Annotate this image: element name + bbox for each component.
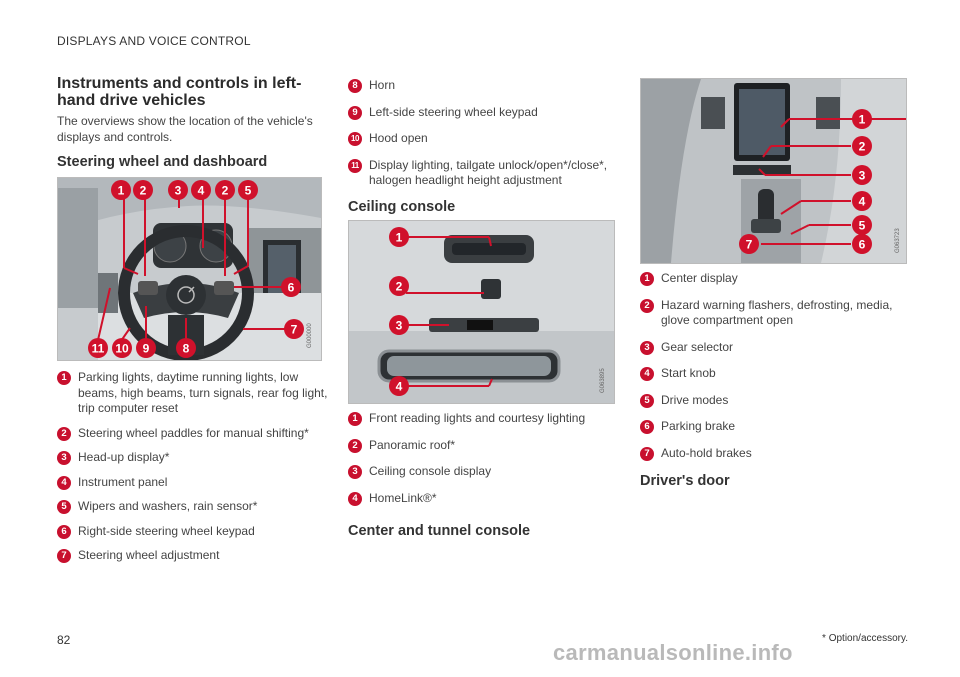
page-number: 82 [57, 633, 71, 647]
svg-text:7: 7 [746, 238, 753, 252]
steering-callout-4: 4 [191, 180, 211, 200]
footnote: * Option/accessory. [822, 633, 908, 644]
ceiling-console-figure: 1 2 3 4 G063895 [348, 220, 615, 404]
center-callout-6: 6 [852, 234, 872, 254]
svg-text:7: 7 [291, 323, 298, 337]
svg-text:4: 4 [396, 380, 403, 394]
center-callout-1: 1 [852, 109, 872, 129]
ceiling-callout-2: 2 [389, 276, 409, 296]
svg-text:2: 2 [140, 184, 147, 198]
svg-text:3: 3 [859, 169, 866, 183]
steering-callout-2a: 2 [133, 180, 153, 200]
steering-wheel-illustration: 1 2 3 4 2 5 6 7 8 9 10 11 G000000 [58, 178, 321, 360]
center-image-code: G063723 [895, 228, 901, 253]
steering-callout-9: 9 [136, 338, 156, 358]
svg-text:4: 4 [198, 184, 205, 198]
center-callout-5: 5 [852, 215, 872, 235]
ceiling-callout-1: 1 [389, 227, 409, 247]
center-callout-lines [758, 118, 906, 245]
intro-text: The overviews show the location of the v… [57, 114, 313, 144]
steering-callout-3: 3 [168, 180, 188, 200]
section-header: DISPLAYS AND VOICE CONTROL [57, 34, 251, 48]
center-console-figure: 1 2 3 4 5 6 7 G063723 [640, 78, 907, 264]
center-callout-3: 3 [852, 165, 872, 185]
center-callout-2: 2 [852, 136, 872, 156]
svg-text:4: 4 [859, 195, 866, 209]
center-callout-4: 4 [852, 191, 872, 211]
svg-text:6: 6 [859, 238, 866, 252]
center-console-illustration: 1 2 3 4 5 6 7 G063723 [641, 79, 906, 263]
ceiling-console-illustration: 1 2 3 4 G063895 [349, 221, 614, 403]
ceiling-callout-3: 3 [389, 315, 409, 335]
steering-callout-5: 5 [238, 180, 258, 200]
svg-text:3: 3 [175, 184, 182, 198]
steering-callout-8: 8 [176, 338, 196, 358]
steering-callout-1: 1 [111, 180, 131, 200]
svg-text:5: 5 [245, 184, 252, 198]
steering-callout-10: 10 [112, 338, 132, 358]
svg-text:6: 6 [288, 281, 295, 295]
svg-text:5: 5 [859, 219, 866, 233]
steering-callout-11: 11 [88, 338, 108, 358]
ceiling-heading: Ceiling console [348, 199, 456, 215]
page-title: Instruments and controls in left-hand dr… [57, 75, 302, 109]
svg-text:9: 9 [143, 342, 150, 356]
svg-text:8: 8 [183, 342, 190, 356]
svg-text:3: 3 [396, 319, 403, 333]
door-heading: Driver's door [640, 473, 730, 489]
ceiling-callout-lines [406, 236, 493, 387]
svg-text:1: 1 [859, 113, 866, 127]
steering-callout-lines [97, 198, 286, 342]
center-callout-7: 7 [739, 234, 759, 254]
center-heading: Center and tunnel console [348, 523, 531, 539]
svg-text:11: 11 [92, 342, 105, 356]
svg-text:2: 2 [222, 184, 229, 198]
steering-image-code: G000000 [307, 323, 313, 348]
svg-text:10: 10 [115, 342, 129, 356]
svg-text:1: 1 [396, 231, 403, 245]
svg-text:1: 1 [118, 184, 125, 198]
steering-wheel-figure: 1 2 3 4 2 5 6 7 8 9 10 11 G000000 [57, 177, 322, 361]
ceiling-image-code: G063895 [600, 368, 606, 393]
steering-heading: Steering wheel and dashboard [57, 154, 268, 170]
watermark: carmanualsonline.info [553, 640, 793, 665]
steering-callout-7: 7 [284, 319, 304, 339]
svg-text:2: 2 [859, 140, 866, 154]
steering-callout-6: 6 [281, 277, 301, 297]
steering-callout-2b: 2 [215, 180, 235, 200]
ceiling-callout-4: 4 [389, 376, 409, 396]
svg-text:2: 2 [396, 280, 403, 294]
